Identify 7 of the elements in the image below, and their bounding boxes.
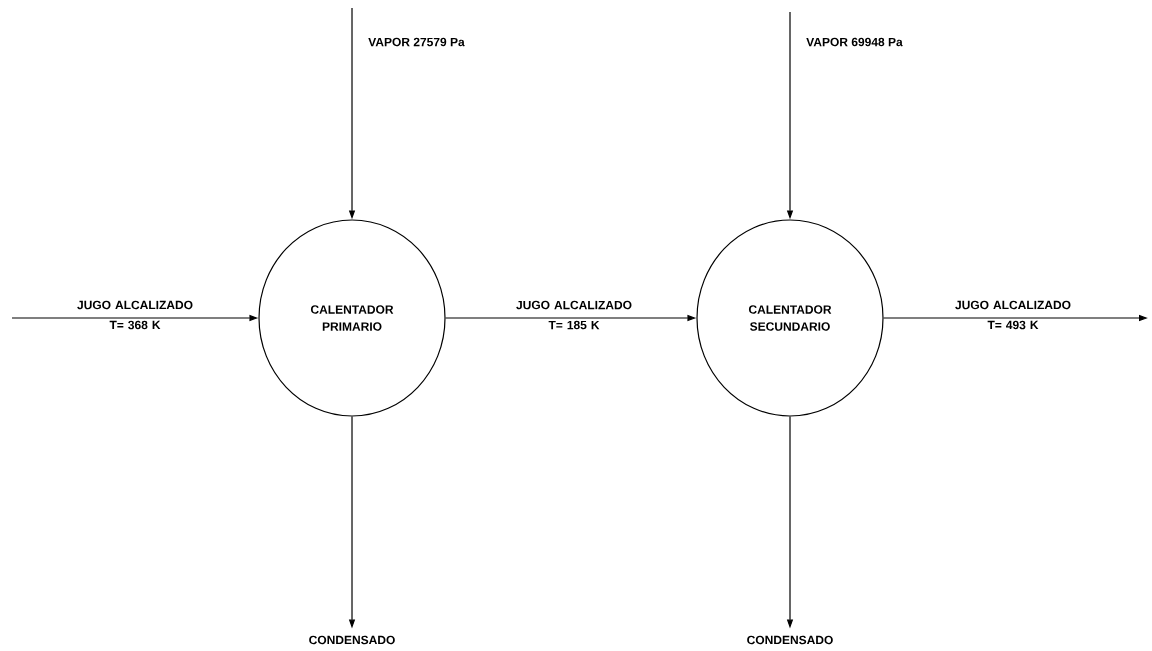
- outlet-label: CONDENSADO: [309, 635, 395, 645]
- stream-label: VAPOR 69948 Pa: [806, 37, 903, 47]
- stream-label: VAPOR 27579 Pa: [368, 37, 465, 47]
- stream-label: JUGO ALCALIZADO T= 185 K: [516, 300, 632, 330]
- stream-label: JUGO ALCALIZADO T= 368 K: [77, 300, 193, 330]
- outlet-label: CONDENSADO: [747, 635, 833, 645]
- stream-label: JUGO ALCALIZADO T= 493 K: [955, 300, 1071, 330]
